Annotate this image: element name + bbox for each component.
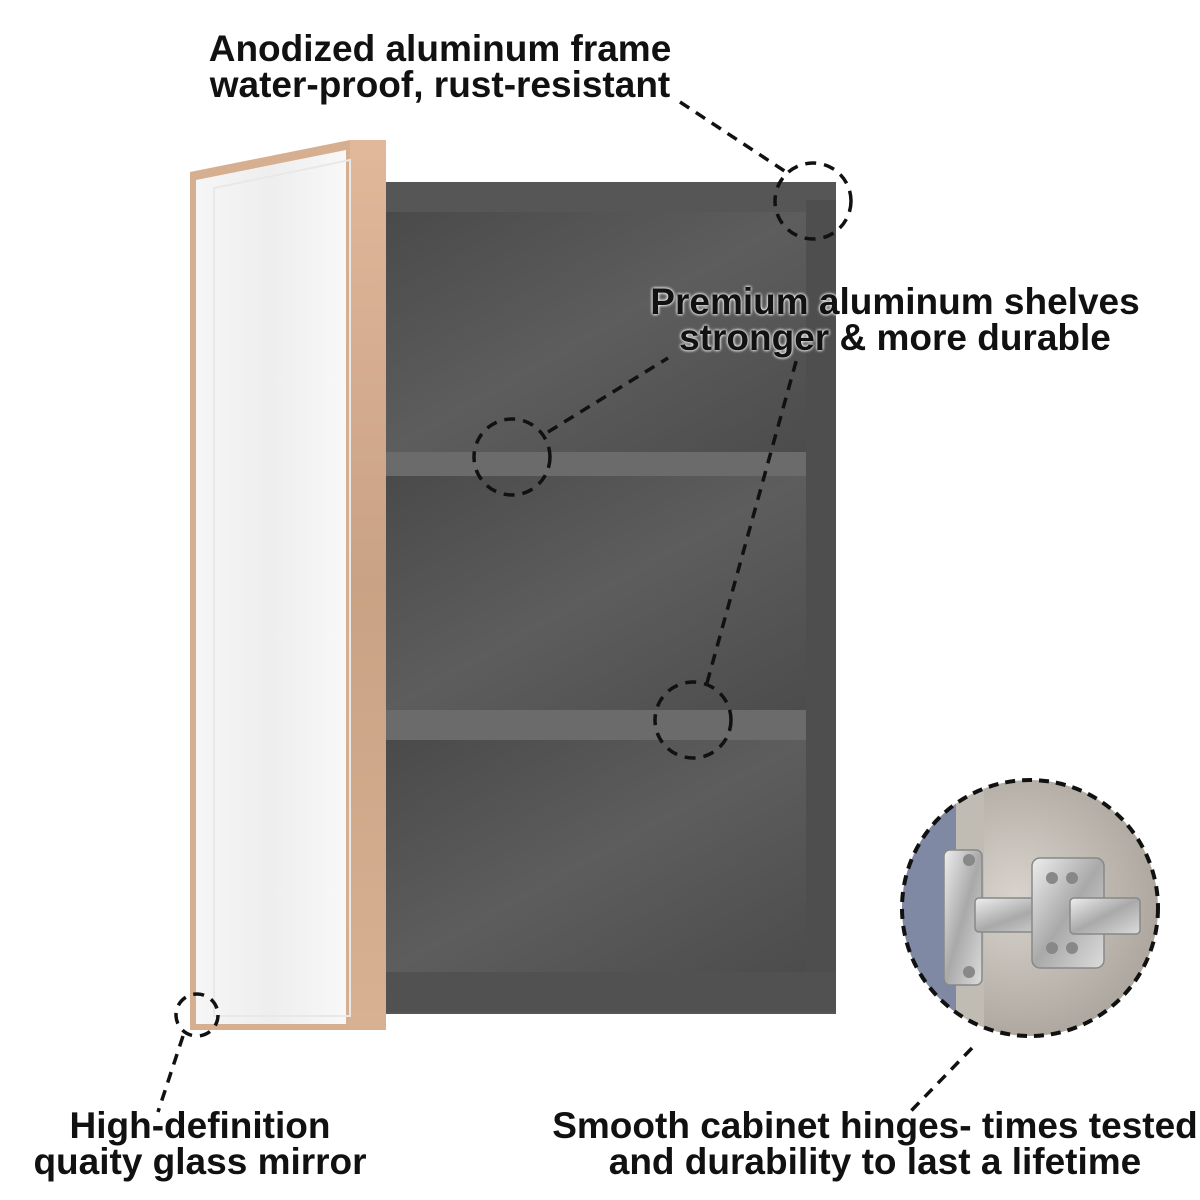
frame-caption-line2: water-proof, rust-resistant [209, 64, 671, 105]
mirror-feature-caption: High-definition quaity glass mirror [0, 1105, 400, 1182]
callout-markers [156, 100, 974, 1114]
shelf-upper [386, 452, 806, 476]
hinge-closeup [900, 778, 1160, 1038]
shelves-feature-caption: Premium aluminum shelves stronger & more… [630, 281, 1160, 358]
frame-feature-caption: Anodized aluminum frame water-proof, rus… [170, 28, 710, 105]
frame-leader-line [679, 100, 787, 174]
shelf-lower-callout-circle [653, 680, 733, 760]
mirror-door [190, 140, 386, 1030]
hinge-leader-line [908, 1046, 974, 1114]
shelf-lower [386, 710, 806, 740]
frame-caption-line1: Anodized aluminum frame [208, 28, 672, 69]
shelves-caption-line1: Premium aluminum shelves [650, 281, 1140, 322]
hinge-caption-line1: Smooth cabinet hinges- times tested [552, 1105, 1198, 1146]
shelf-upper-callout-circle [472, 417, 552, 497]
hinge-feature-caption: Smooth cabinet hinges- times tested and … [530, 1105, 1200, 1182]
shelf-upper-leader-line [547, 356, 669, 434]
mirror-leader-line [156, 1035, 185, 1113]
frame-callout-circle [773, 161, 853, 241]
mirror-callout-circle [174, 992, 220, 1038]
mirror-caption-line1: High-definition [69, 1105, 331, 1146]
hinge-caption-line2: and durability to last a lifetime [608, 1141, 1142, 1182]
cabinet-body [384, 182, 836, 1014]
mirror-glass [196, 150, 346, 1024]
shelves-caption-line2: stronger & more durable [679, 317, 1111, 358]
mirror-caption-line2: quaity glass mirror [33, 1141, 367, 1182]
